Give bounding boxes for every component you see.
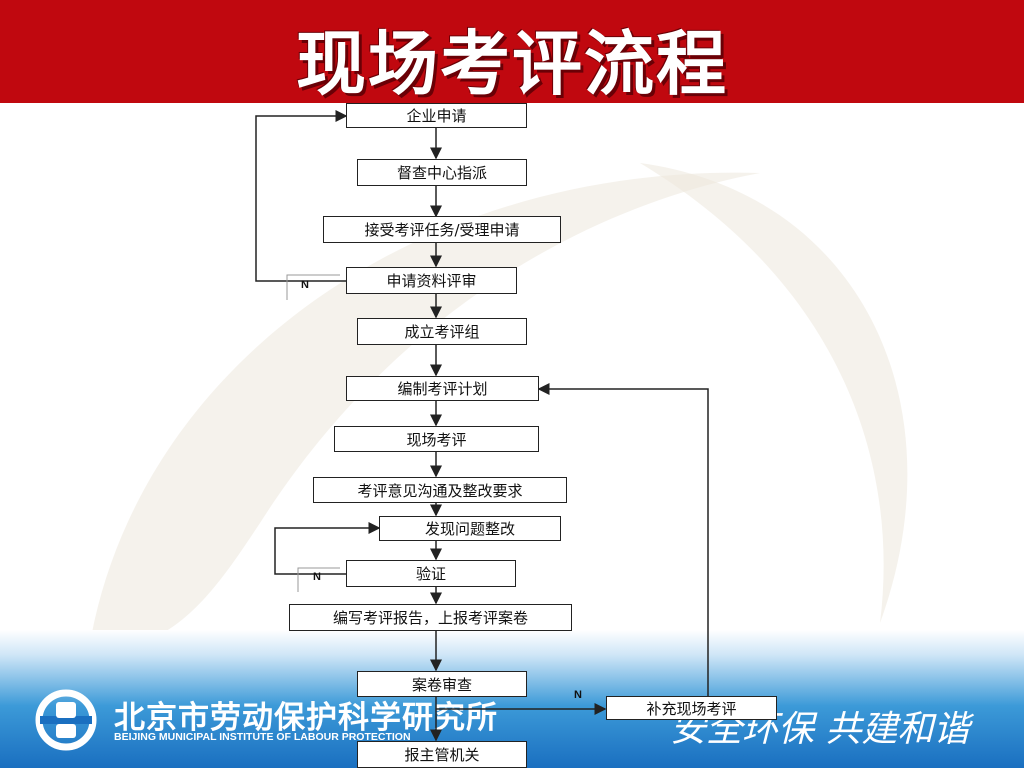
node-rectify: 发现问题整改: [379, 516, 561, 541]
node-onsite: 现场考评: [334, 426, 539, 452]
node-supplement: 补充现场考评: [606, 696, 777, 720]
node-report: 编写考评报告，上报考评案卷: [289, 604, 572, 631]
branch-label-verify-no: N: [313, 571, 321, 583]
node-case-review: 案卷审查: [357, 671, 527, 697]
loop-supplement-plan: [539, 389, 708, 696]
node-review-docs: 申请资料评审: [346, 267, 517, 294]
loop-review-apply: [256, 116, 346, 281]
branch-label-case-no: N: [574, 689, 582, 701]
node-submit: 报主管机关: [357, 741, 527, 768]
node-apply: 企业申请: [346, 103, 527, 128]
node-communicate: 考评意见沟通及整改要求: [313, 477, 567, 503]
node-plan: 编制考评计划: [346, 376, 539, 401]
node-assign: 督查中心指派: [357, 159, 527, 186]
node-verify: 验证: [346, 560, 516, 587]
branch-label-review-no: N: [301, 279, 309, 291]
node-accept: 接受考评任务/受理申请: [323, 216, 561, 243]
node-form-group: 成立考评组: [357, 318, 527, 345]
